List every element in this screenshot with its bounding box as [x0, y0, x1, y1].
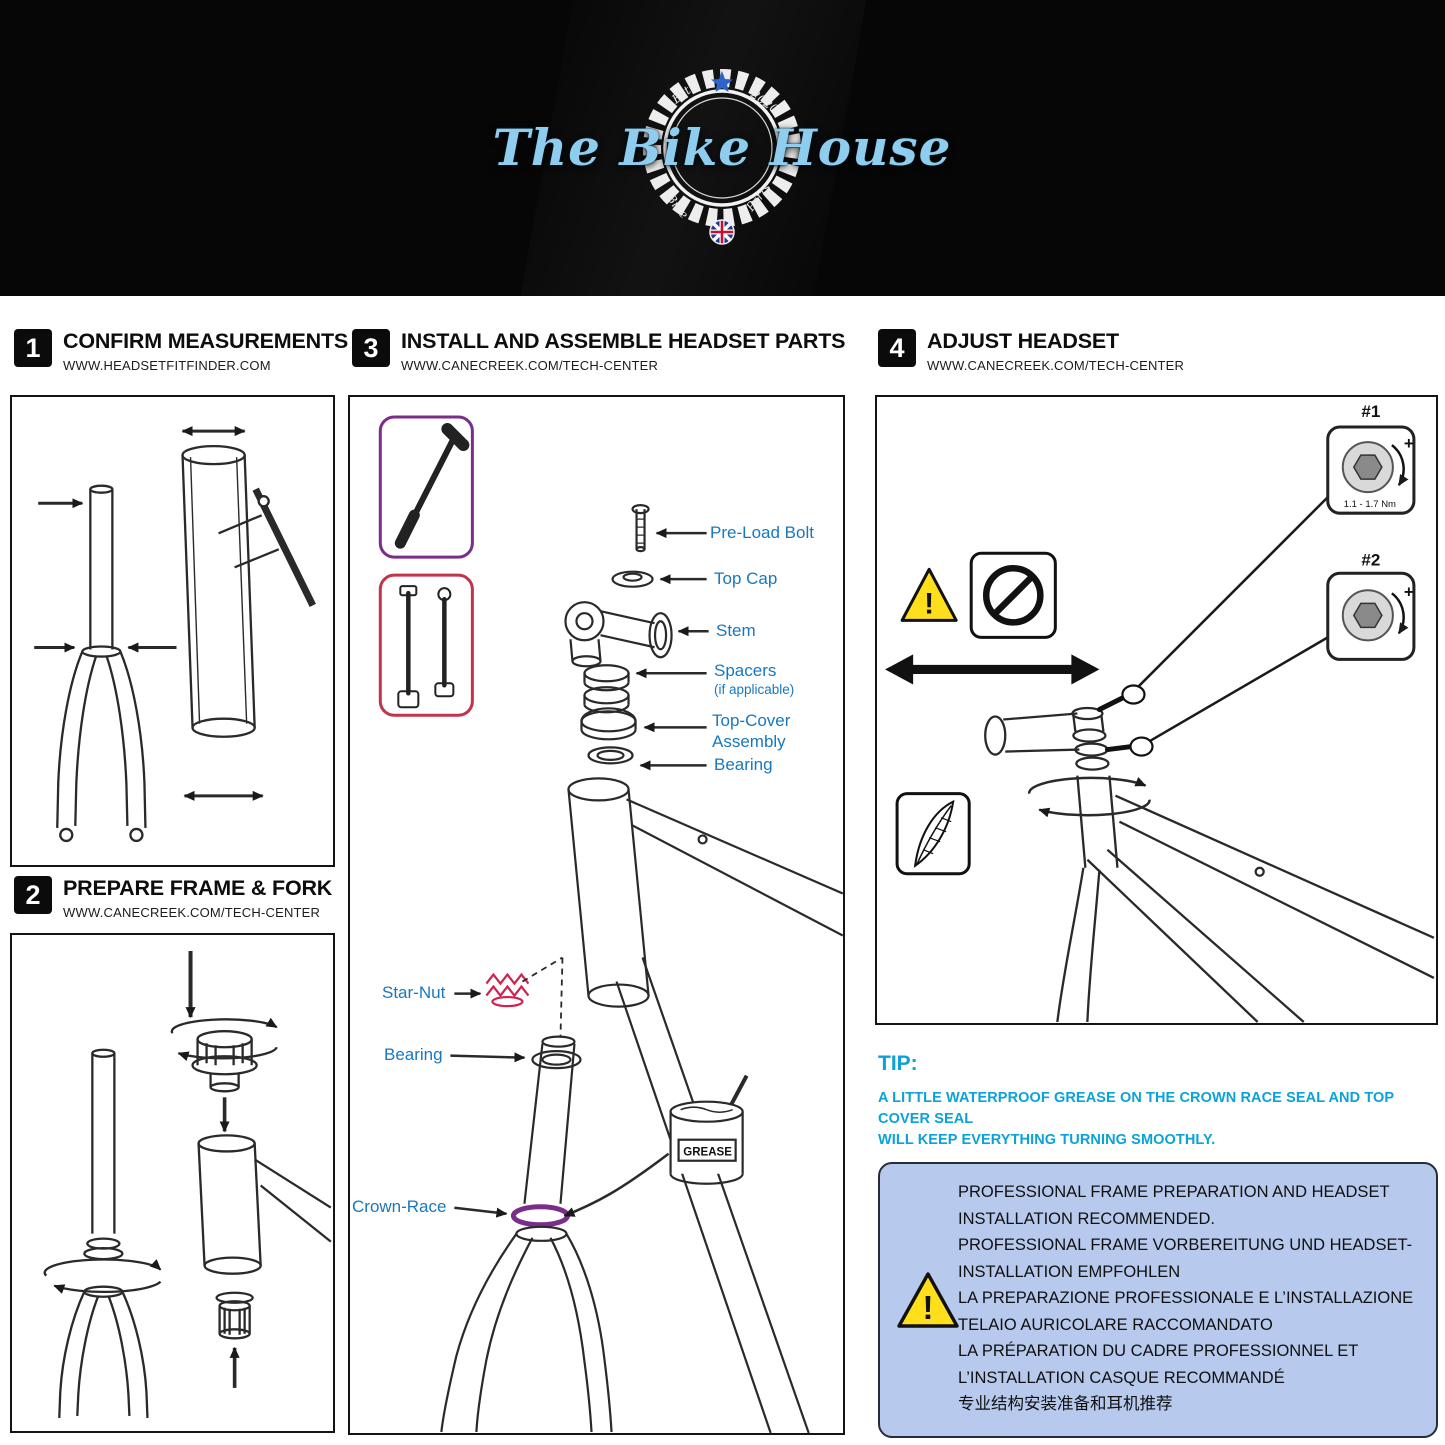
warning-triangle-icon: !: [900, 567, 958, 622]
notice-text: PROFESSIONAL FRAME PREPARATION AND HEADS…: [958, 1179, 1428, 1418]
step1-header: 1 CONFIRM MEASUREMENTS WWW.HEADSETFITFIN…: [14, 329, 348, 373]
star-nut-tool: [215, 1291, 254, 1388]
frame-head-tube: [567, 777, 843, 1433]
label-star-nut: Star-Nut: [382, 983, 446, 1002]
fork-with-crown-race: [43, 1048, 162, 1419]
label-stem: Stem: [716, 621, 756, 640]
headset-exploded-diagram: GREASE: [378, 415, 843, 1433]
preload-bolt-part: [631, 504, 650, 553]
step2-url: WWW.CANECREEK.COM/TECH-CENTER: [63, 905, 321, 920]
pointing-hand-2-icon: [1104, 736, 1154, 757]
step3-number-badge: 3: [352, 329, 390, 367]
hex-tool-2-icon: + #2: [1326, 550, 1416, 661]
step2-title: PREPARE FRAME & FORK: [63, 876, 333, 900]
measure-arrows: [34, 498, 177, 653]
label-bearing-lower: Bearing: [384, 1045, 443, 1064]
step1-url: WWW.HEADSETFITFINDER.COM: [63, 358, 271, 373]
adjust-headset-diagram: + 1.1 - 1.7 Nm #1 + #2 !: [885, 402, 1435, 1023]
tool2-plus: +: [1404, 582, 1414, 601]
top-cover-part: [580, 707, 637, 741]
tool2-leader: [1144, 636, 1329, 745]
tip-line-2: WILL KEEP EVERYTHING TURNING SMOOTHLY.: [878, 1132, 1216, 1148]
notice-line: PROFESSIONAL FRAME VORBEREITUNG UND HEAD…: [958, 1236, 1413, 1254]
bike-front-assembly: [984, 706, 1435, 1023]
step4-url: WWW.CANECREEK.COM/TECH-CENTER: [927, 358, 1185, 373]
step3-url: WWW.CANECREEK.COM/TECH-CENTER: [401, 358, 659, 373]
pointing-hand-1-icon: [1096, 684, 1146, 713]
stem-part: [564, 601, 673, 668]
step4-header: 4 ADJUST HEADSET WWW.CANECREEK.COM/TECH-…: [878, 329, 1298, 373]
step1-number-badge: 1: [14, 329, 52, 367]
head-tube-frame: [197, 1134, 332, 1275]
step3-header: 3 INSTALL AND ASSEMBLE HEADSET PARTS WWW…: [352, 329, 846, 373]
no-overtighten-icon: [969, 551, 1057, 639]
tool1-plus: +: [1404, 434, 1414, 453]
step2-number-badge: 2: [14, 876, 52, 914]
tool1-label: #1: [1361, 402, 1380, 421]
notice-line: INSTALLATION RECOMMENDED.: [958, 1209, 1215, 1228]
hex-tool-1-icon: + 1.1 - 1.7 Nm #1: [1326, 402, 1416, 515]
label-top-cover-2: Assembly: [712, 732, 786, 751]
step3-title: INSTALL AND ASSEMBLE HEADSET PARTS: [401, 329, 846, 353]
fork-steerer-assembly: [440, 1035, 613, 1433]
star-nut-leader: [521, 956, 564, 1038]
tip-line-1: A LITTLE WATERPROOF GREASE ON THE CROWN …: [878, 1090, 1394, 1127]
label-arrows: [450, 528, 709, 1218]
tool2-label: #2: [1361, 550, 1380, 569]
label-top-cover-1: Top-Cover: [712, 711, 791, 730]
star-icon: [711, 71, 733, 92]
tool1-torque: 1.1 - 1.7 Nm: [1344, 499, 1396, 510]
play-check-arrow-icon: [885, 654, 1100, 685]
step4-title: ADJUST HEADSET: [927, 329, 1119, 353]
star-nut-part: [485, 972, 530, 1008]
measurement-diagram: [34, 426, 316, 843]
notice-line: L’INSTALLATION CASQUE RECOMMANDÉ: [958, 1368, 1285, 1387]
feather-light-touch-icon: [895, 792, 971, 876]
step1-diagram-box: [10, 395, 335, 867]
label-top-cap: Top Cap: [714, 569, 778, 588]
notice-line: PROFESSIONAL FRAME PREPARATION AND HEADS…: [958, 1183, 1390, 1201]
head-tube-diagram: [181, 426, 264, 801]
step4-diagram-box: + 1.1 - 1.7 Nm #1 + #2 !: [875, 395, 1438, 1025]
tool1-leader: [1132, 496, 1329, 693]
label-spacers-note: (if applicable): [714, 682, 795, 697]
top-cap-part: [611, 570, 654, 588]
logo-title: The Bike House: [492, 118, 952, 177]
tip-heading: TIP:: [878, 1052, 918, 1075]
grease-can-icon: [563, 1074, 749, 1217]
notice-line: LA PRÉPARATION DU CADRE PROFESSIONNEL ET: [958, 1342, 1359, 1360]
upper-bearing-part: [587, 746, 634, 765]
tip-section: TIP: A LITTLE WATERPROOF GREASE ON THE C…: [878, 1052, 1440, 1151]
step2-header: 2 PREPARE FRAME & FORK WWW.CANECREEK.COM…: [14, 876, 336, 920]
step2-diagram-box: [10, 933, 335, 1433]
notice-line: 专业结构安装准备和耳机推荐: [958, 1395, 1173, 1413]
cup-press-diagram: [170, 1017, 278, 1133]
label-preload-bolt: Pre-Load Bolt: [710, 523, 814, 542]
star-nut-setter-toolbox: [378, 573, 474, 717]
frame-fork-prep-diagram: [43, 951, 332, 1419]
notice-line: TELAIO AURICOLARE RACCOMANDATO: [958, 1315, 1273, 1334]
grease-label: GREASE: [683, 1147, 732, 1159]
label-spacers: Spacers: [714, 661, 777, 680]
label-bearing-upper: Bearing: [714, 755, 773, 774]
professional-install-notice: ! PROFESSIONAL FRAME PREPARATION AND HEA…: [878, 1162, 1438, 1438]
svg-text:!: !: [923, 1289, 934, 1326]
label-crown-race: Crown-Race: [352, 1197, 447, 1216]
notice-warning-triangle-icon: !: [897, 1272, 959, 1328]
crown-race-part: [510, 1204, 570, 1228]
step1-title: CONFIRM MEASUREMENTS: [63, 329, 349, 353]
slide-hammer-toolbox: [378, 415, 474, 559]
uk-flag-icon: [710, 220, 734, 244]
spacers-part: [583, 664, 630, 714]
banner: Est. 2020 Bike Parts The Bike House: [0, 0, 1445, 296]
svg-text:!: !: [924, 587, 934, 620]
bike-house-logo: Est. 2020 Bike Parts: [643, 69, 801, 245]
notice-line: INSTALLATION EMPFOHLEN: [958, 1262, 1181, 1281]
notice-line: LA PREPARAZIONE PROFESSIONALE E L’INSTAL…: [958, 1289, 1414, 1307]
step4-number-badge: 4: [878, 329, 916, 367]
fork-diagram: [56, 484, 147, 843]
step3-diagram-box: GREASE Pre-Load Bolt Top Cap Stem Spacer…: [348, 395, 845, 1435]
caliper-icon: [218, 487, 316, 607]
